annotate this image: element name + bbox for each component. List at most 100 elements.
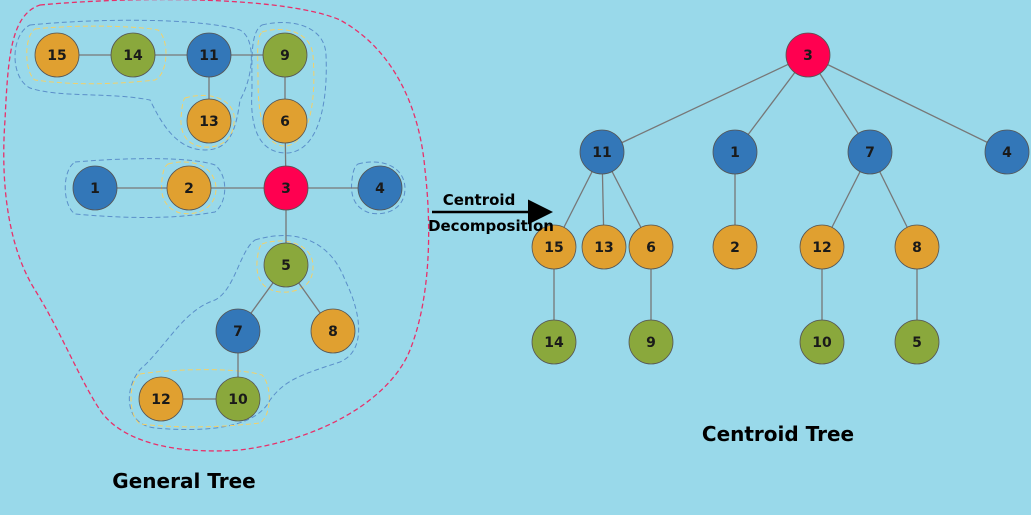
general-node-12-circle [138,376,184,422]
centroid-node-11-label: 11 [592,145,611,161]
general-node-12-label: 12 [151,392,170,408]
general-node-10-label: 10 [228,392,248,408]
general-node-4-label: 4 [375,181,385,197]
general-node-4-circle [357,165,403,211]
centroid-node-10-circle [799,319,845,365]
centroid-node-2-label: 2 [730,240,740,256]
general-node-12: 12 [138,376,184,422]
centroid-node-5-circle [894,319,940,365]
outer-boundary [3,0,430,452]
centroid-node-6-label: 6 [646,240,656,256]
general-node-2-label: 2 [184,181,194,197]
centroid-node-7-circle [847,129,893,175]
centroid-node-8-label: 8 [912,240,922,256]
centroid-node-6-circle [628,224,674,270]
general-node-15-circle [34,32,80,78]
yellow-15-14-boundary [26,25,167,85]
general-tree-caption: General Tree [112,469,255,493]
yellow-13-boundary [180,95,235,148]
centroid-node-4-circle [984,129,1030,175]
centroid-node-10-label: 10 [812,335,832,351]
general-node-8: 8 [310,308,356,354]
centroid-tree-caption: Centroid Tree [702,422,854,446]
general-node-2: 2 [166,165,212,211]
general-node-6-label: 6 [280,114,290,130]
centroid-node-14-circle [531,319,577,365]
yellow-2-boundary [161,161,217,215]
general-node-8-circle [310,308,356,354]
centroid-node-3-label: 3 [803,48,813,64]
centroid-node-2-circle [712,224,758,270]
centroid-node-6: 6 [628,224,674,270]
general-node-13-circle [186,98,232,144]
top-right-blue-boundary [251,22,327,154]
centroid-node-11-circle [579,129,625,175]
general-node-14: 14 [110,32,156,78]
general-node-3-circle [263,165,309,211]
general-node-14-circle [110,32,156,78]
centroid-node-1: 1 [712,129,758,175]
general-node-6-circle [262,98,308,144]
general-node-2-circle [166,165,212,211]
centroid-node-1-circle [712,129,758,175]
centroid-node-7-label: 7 [865,145,875,161]
blue-1-2-boundary [64,158,226,218]
centroid-node-12-circle [799,224,845,270]
blue-4-boundary [351,161,406,215]
general-node-15-label: 15 [47,48,66,64]
centroid-node-15-label: 15 [544,240,563,256]
general-node-5: 5 [263,242,309,288]
yellow-5-boundary [256,240,314,293]
centroid-node-13-circle [581,224,627,270]
general-node-14-label: 14 [123,48,143,64]
general-node-3: 3 [263,165,309,211]
decomposition-boundaries [3,0,430,452]
decomposition-arrow: Centroid Decomposition [428,191,554,235]
centroid-node-8-circle [894,224,940,270]
general-node-10: 10 [215,376,261,422]
centroid-node-12: 12 [799,224,845,270]
centroid-node-4-label: 4 [1002,145,1012,161]
centroid-node-14-label: 14 [544,335,564,351]
centroid-node-7: 7 [847,129,893,175]
centroid-node-8: 8 [894,224,940,270]
centroid-node-15-circle [531,224,577,270]
centroid-edge-3-4 [807,54,1008,153]
centroid-node-13-label: 13 [594,240,613,256]
arrow-label-line1: Centroid [443,191,516,209]
centroid-node-9-label: 9 [646,335,656,351]
general-node-4: 4 [357,165,403,211]
centroid-node-3: 3 [785,32,831,78]
centroid-node-5-label: 5 [912,335,922,351]
centroid-node-9: 9 [628,319,674,365]
general-node-5-label: 5 [281,258,291,274]
general-node-15: 15 [34,32,80,78]
centroid-node-14: 14 [531,319,577,365]
general-node-8-label: 8 [328,324,338,340]
general-node-6: 6 [262,98,308,144]
centroid-node-15: 15 [531,224,577,270]
centroid-edge-3-11 [601,54,809,153]
general-node-1-circle [72,165,118,211]
bottom-blue-boundary [128,235,360,431]
centroid-node-10: 10 [799,319,845,365]
general-node-1: 1 [72,165,118,211]
centroid-node-11: 11 [579,129,625,175]
centroid-node-12-label: 12 [812,240,831,256]
general-node-9-circle [262,32,308,78]
general-node-13-label: 13 [199,114,218,130]
general-node-10-circle [215,376,261,422]
general-node-11-label: 11 [199,48,218,64]
centroid-node-2: 2 [712,224,758,270]
general-node-7-label: 7 [233,324,243,340]
general-node-13: 13 [186,98,232,144]
arrow-label-line2: Decomposition [428,217,554,235]
centroid-node-9-circle [628,319,674,365]
top-left-blue-boundary [14,19,252,151]
yellow-9-6-boundary [257,29,315,147]
general-node-9: 9 [262,32,308,78]
centroid-node-4: 4 [984,129,1030,175]
general-node-9-label: 9 [280,48,290,64]
